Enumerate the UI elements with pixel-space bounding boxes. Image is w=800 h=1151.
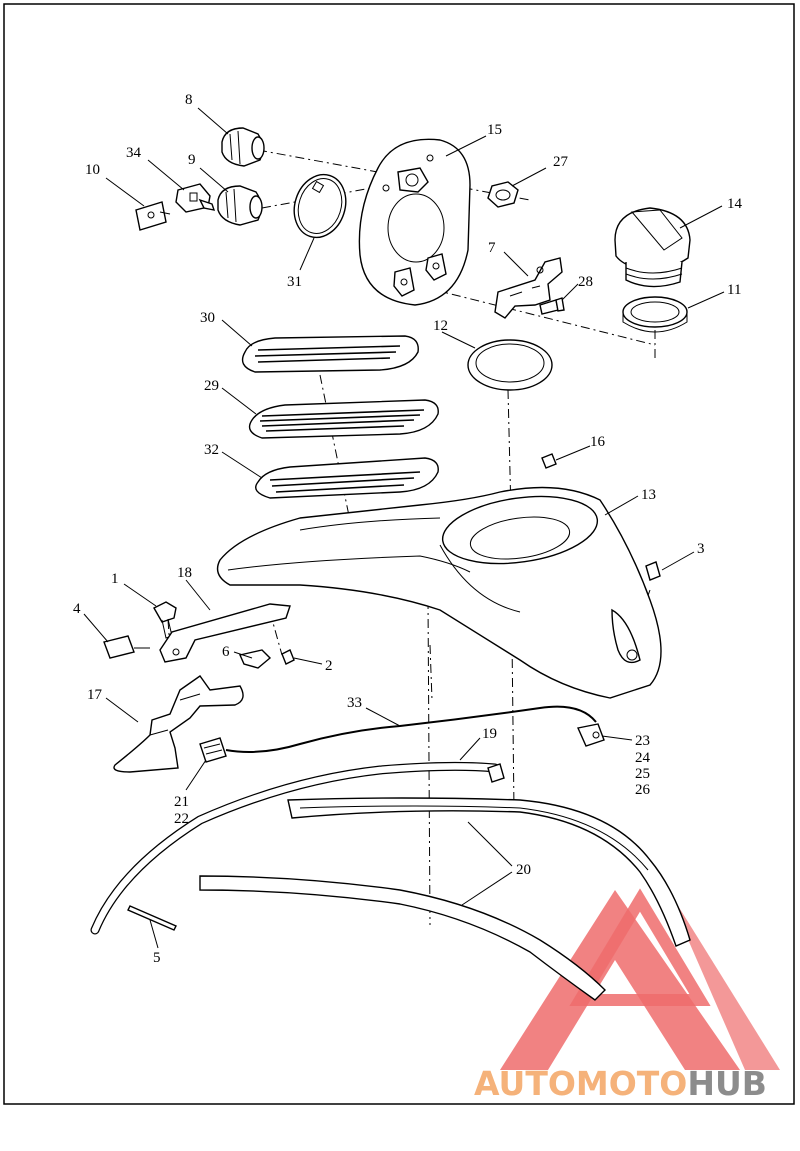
callout-7: 7 (488, 240, 496, 256)
callout-14: 14 (727, 196, 743, 212)
callout-10: 10 (85, 162, 100, 178)
callout-33: 33 (347, 695, 362, 711)
part-14-fuel-cap (614, 207, 691, 288)
part-17-mount-bracket (113, 675, 244, 773)
callout-8: 8 (185, 92, 193, 108)
part-16-plug (541, 453, 557, 469)
callout-1: 1 (111, 571, 119, 587)
callout-3: 3 (697, 541, 705, 557)
callout-28: 28 (578, 274, 593, 290)
callout-26: 26 (635, 782, 651, 798)
part-2-screw (281, 649, 295, 665)
part-11-seal-ring (622, 296, 688, 333)
callout-31: 31 (287, 274, 302, 290)
callout-15: 15 (487, 122, 502, 138)
callout-22: 22 (174, 811, 189, 827)
callout-13: 13 (641, 487, 656, 503)
part-10-nut-plate (135, 201, 171, 231)
callout-32: 32 (204, 442, 219, 458)
part-6-clip (239, 649, 272, 669)
centerline-trim-right (511, 639, 515, 811)
callout-2: 2 (325, 658, 333, 674)
callout-11: 11 (727, 282, 741, 298)
part-27-hex-nut (487, 181, 519, 208)
callout-17: 17 (87, 687, 103, 703)
callout-4: 4 (73, 601, 81, 617)
callout-27: 27 (553, 154, 569, 170)
part-18-bracket (159, 603, 291, 663)
part-5-cable-tie (127, 905, 177, 931)
part-30-grille (241, 335, 419, 373)
logo-triangle-left (500, 890, 740, 1070)
callout-6: 6 (222, 644, 230, 660)
watermark-text-automoto: AUTOMOTOHUB (474, 1064, 767, 1103)
part-34-clip (175, 183, 216, 213)
part-20-trim-upper (287, 797, 691, 947)
watermark-logo: AUTOMOTOHUB (474, 880, 780, 1103)
callout-labels: 8 9 34 10 31 15 27 7 28 14 11 12 16 13 3… (73, 92, 743, 966)
callout-30: 30 (200, 310, 215, 326)
part-33-wire-harness (225, 705, 597, 753)
callout-20: 20 (516, 862, 531, 878)
diagram-border (3, 3, 795, 1105)
callout-18: 18 (177, 565, 192, 581)
callout-16: 16 (590, 434, 606, 450)
part-8-bushing (221, 127, 265, 167)
part-7-bracket (494, 257, 563, 319)
centerline-trim-left (427, 599, 431, 926)
part-15-mounting-plate (358, 138, 471, 306)
part-32-grille (255, 457, 439, 499)
part-13-console (216, 486, 662, 699)
callout-21: 21 (174, 794, 189, 810)
part-12-gasket (467, 339, 553, 391)
callout-5: 5 (153, 950, 161, 966)
leader-lines (83, 107, 725, 949)
part-9-bushing (217, 185, 263, 226)
part-4-nut-plate (103, 635, 150, 659)
watermark-brand-hub: HUB (687, 1064, 767, 1103)
callout-24: 24 (635, 750, 651, 766)
part-31-gasket (293, 173, 347, 239)
callout-12: 12 (433, 318, 448, 334)
part-20-trim-lower (199, 875, 606, 1001)
centerline-bracket-to-ring (414, 284, 656, 346)
part-29-grille (248, 399, 439, 439)
callout-23: 23 (635, 733, 650, 749)
callout-29: 29 (204, 378, 219, 394)
watermark-brand-automoto: AUTOMOTO (474, 1064, 687, 1103)
part-19-hose (90, 761, 505, 935)
part-28-screw (539, 297, 565, 315)
callout-9: 9 (188, 152, 196, 168)
callout-34: 34 (126, 145, 142, 161)
callout-19: 19 (482, 726, 497, 742)
part-23-connector (577, 723, 605, 747)
callout-25: 25 (635, 766, 650, 782)
part-3-screw (645, 561, 661, 581)
part-21-connector (199, 737, 227, 763)
centerline-console-bottom (429, 644, 433, 701)
logo-triangle-inner (569, 888, 711, 1006)
logo-triangle-right (662, 880, 780, 1070)
